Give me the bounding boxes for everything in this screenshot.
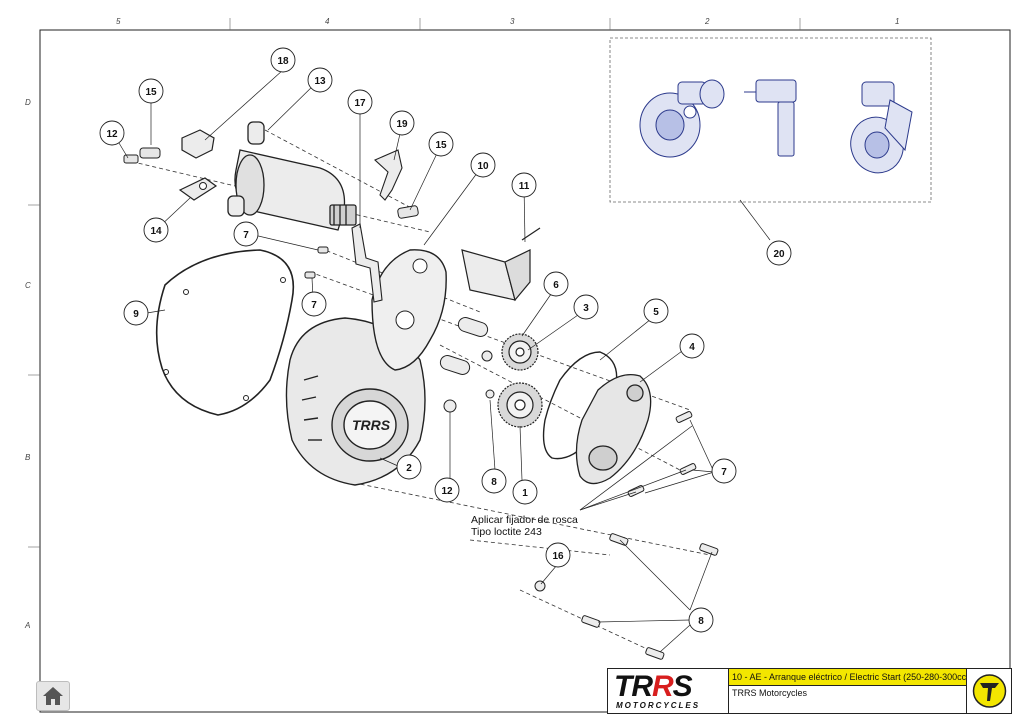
assembled-view-side	[744, 79, 797, 157]
row-label: A	[25, 621, 31, 630]
svg-text:TRRS: TRRS	[352, 417, 391, 433]
starter-bracket-part	[371, 249, 447, 371]
callout-2: 2	[406, 463, 412, 474]
callout-3: 3	[583, 303, 589, 314]
callout-9: 9	[133, 309, 139, 320]
callout-circles	[99, 47, 792, 633]
callout-8: 8	[698, 616, 704, 627]
callout-8: 8	[491, 477, 497, 488]
leader-lines	[112, 69, 771, 653]
callout-5: 5	[653, 307, 659, 318]
column-label: 5	[116, 17, 121, 26]
cover-gasket-part	[155, 249, 294, 416]
callout-numbers: 1 2 3 4 5 6 7 7 7 8 8 9 10 11 12 12 13 1…	[106, 56, 785, 627]
assembled-views-box	[609, 37, 932, 203]
threadlocker-note-line1: Aplicar fijador de rosca	[471, 514, 578, 526]
logo-wordmark: TRRS	[614, 670, 693, 703]
column-label: 1	[895, 17, 900, 26]
drawing-title: 10 - AE - Arranque eléctrico / Electric …	[729, 669, 966, 686]
mount-plate-part	[178, 177, 218, 201]
home-icon	[43, 687, 63, 705]
callout-12: 12	[106, 129, 118, 140]
title-block: TRRS MOTORCYCLES 10 - AE - Arranque eléc…	[607, 668, 1012, 714]
callout-20: 20	[773, 249, 785, 260]
reduction-gear-part	[497, 382, 543, 428]
callout-13: 13	[314, 76, 326, 87]
callout-6: 6	[553, 280, 559, 291]
callout-19: 19	[396, 119, 408, 130]
row-label: C	[25, 281, 31, 290]
callout-14: 14	[150, 226, 162, 237]
column-ticks	[28, 18, 801, 548]
callout-7: 7	[721, 467, 727, 478]
threadlocker-note: Aplicar fijador de rosca Tipo loctite 24…	[471, 514, 578, 538]
assembled-view-front	[639, 79, 725, 158]
trrs-t-icon	[966, 669, 1012, 713]
callout-18: 18	[277, 56, 289, 67]
callout-11: 11	[519, 181, 530, 192]
callout-1: 1	[522, 488, 528, 499]
wire-bracket-part	[351, 223, 383, 303]
column-label: 2	[705, 17, 710, 26]
clamp-part	[374, 149, 403, 201]
callout-4: 4	[689, 342, 695, 353]
cover-screws	[534, 411, 719, 660]
callout-17: 17	[354, 98, 366, 109]
idler-gear-part	[501, 333, 539, 371]
callout-12: 12	[441, 486, 453, 497]
row-label: B	[25, 453, 31, 462]
callout-10: 10	[477, 161, 489, 172]
threadlocker-note-line2: Tipo loctite 243	[471, 526, 542, 538]
logo-subtitle: MOTORCYCLES	[616, 701, 701, 710]
sheet-border	[39, 29, 1011, 713]
column-label: 3	[510, 17, 515, 26]
gear-cover-part	[575, 373, 652, 485]
column-label: 4	[325, 17, 330, 26]
trrs-logo: TRRS MOTORCYCLES	[608, 669, 729, 713]
callout-15: 15	[435, 140, 447, 151]
callout-16: 16	[552, 551, 564, 562]
company-name: TRRS Motorcycles	[732, 688, 808, 698]
callout-15: 15	[145, 87, 157, 98]
starter-relay-part	[461, 227, 541, 302]
row-label: D	[25, 98, 31, 107]
callout-7: 7	[311, 300, 317, 311]
home-button[interactable]	[36, 681, 70, 711]
connector-part	[181, 129, 215, 159]
starter-motor-part	[227, 121, 357, 231]
gear-shafts	[439, 317, 495, 413]
assembled-view-iso	[850, 81, 913, 174]
callout-7: 7	[243, 230, 249, 241]
